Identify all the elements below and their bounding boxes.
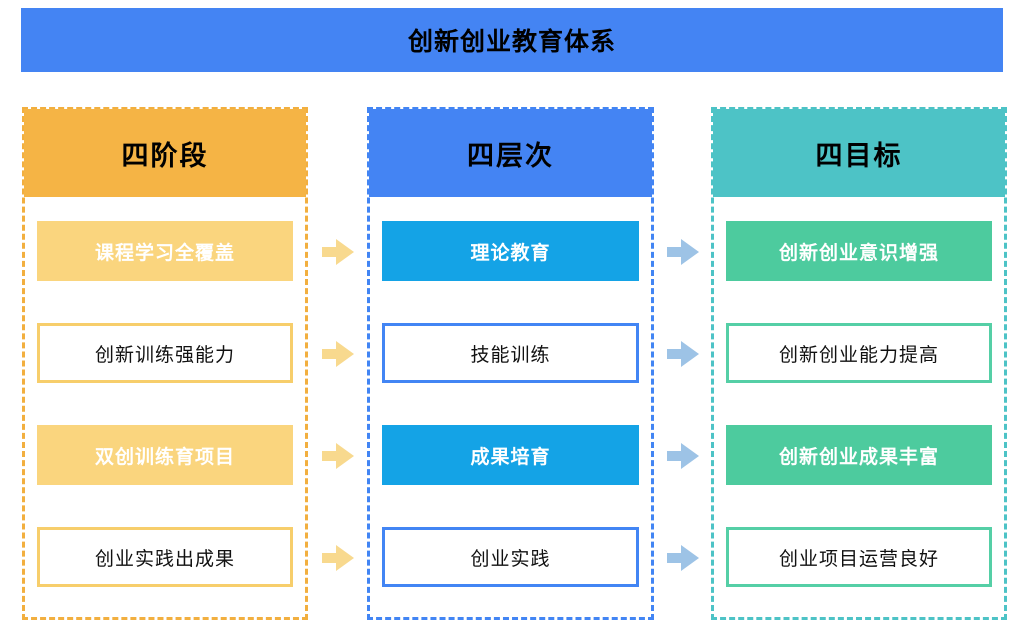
right-arrow-icon [322, 239, 354, 265]
right-arrow-icon [667, 545, 699, 571]
levels-column: 四层次 理论教育 技能训练 成果培育 创业实践 [367, 107, 654, 620]
goal-item-3: 创新创业成果丰富 [726, 425, 992, 485]
goals-column-header: 四目标 [713, 109, 1005, 197]
right-arrow-icon [667, 239, 699, 265]
right-arrow-icon [322, 341, 354, 367]
stage-item-2: 创新训练强能力 [37, 323, 293, 383]
right-arrow-icon [667, 443, 699, 469]
goal-item-4: 创业项目运营良好 [726, 527, 992, 587]
level-item-2: 技能训练 [382, 323, 639, 383]
goal-item-1: 创新创业意识增强 [726, 221, 992, 281]
stage-item-3: 双创训练育项目 [37, 425, 293, 485]
diagram-title: 创新创业教育体系 [21, 8, 1003, 72]
right-arrow-icon [322, 545, 354, 571]
level-item-3: 成果培育 [382, 425, 639, 485]
stage-item-4: 创业实践出成果 [37, 527, 293, 587]
goals-items: 创新创业意识增强 创新创业能力提高 创新创业成果丰富 创业项目运营良好 [714, 197, 1004, 587]
right-arrow-icon [667, 341, 699, 367]
stages-column: 四阶段 课程学习全覆盖 创新训练强能力 双创训练育项目 创业实践出成果 [22, 107, 308, 620]
level-item-1: 理论教育 [382, 221, 639, 281]
level-item-4: 创业实践 [382, 527, 639, 587]
stage-item-1: 课程学习全覆盖 [37, 221, 293, 281]
levels-column-header: 四层次 [369, 109, 652, 197]
levels-items: 理论教育 技能训练 成果培育 创业实践 [370, 197, 651, 587]
stages-column-header: 四阶段 [24, 109, 306, 197]
right-arrow-icon [322, 443, 354, 469]
goals-column: 四目标 创新创业意识增强 创新创业能力提高 创新创业成果丰富 创业项目运营良好 [711, 107, 1007, 620]
goal-item-2: 创新创业能力提高 [726, 323, 992, 383]
stages-items: 课程学习全覆盖 创新训练强能力 双创训练育项目 创业实践出成果 [25, 197, 305, 587]
